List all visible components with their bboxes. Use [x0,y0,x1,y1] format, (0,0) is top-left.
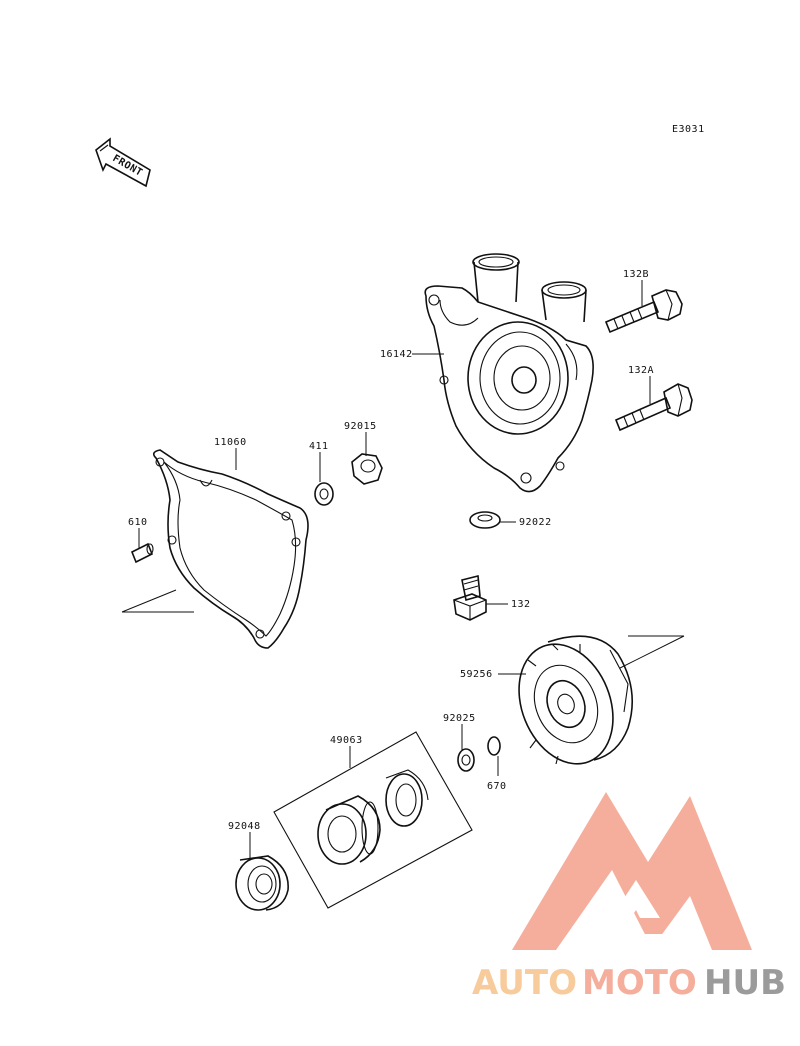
front-arrow-icon: FRONT [95,137,151,188]
nut-92015 [351,453,383,485]
label-411: 411 [309,441,329,452]
label-670: 670 [487,781,507,792]
bearing-92048 [235,855,289,911]
label-92022: 92022 [519,517,552,528]
o-ring-670 [487,736,501,756]
label-49063: 49063 [330,735,363,746]
seal-kit-49063 [273,731,473,909]
direction-indicator-right [619,635,685,669]
washer-411 [314,482,334,506]
label-610: 610 [128,517,148,528]
label-92025: 92025 [443,713,476,724]
pump-cover-16142 [424,253,594,493]
dowel-pin-610 [130,542,154,564]
label-11060: 11060 [214,437,247,448]
washer-92025 [457,748,475,772]
watermark-moto: MOTO [582,963,697,1003]
label-16142: 16142 [380,349,413,360]
diagram-code: E3031 [672,124,705,135]
bolt-132 [453,574,487,621]
label-132b: 132B [623,269,649,280]
label-92015: 92015 [344,421,377,432]
bolt-132a [614,383,693,432]
direction-indicator-left [121,589,194,613]
automotohub-watermark-logo: AUTO MOTO HUB [472,792,786,1003]
label-132a: 132A [628,365,654,376]
watermark-hub: HUB [704,963,786,1003]
label-92048: 92048 [228,821,261,832]
impeller-59256 [518,635,634,765]
label-59256: 59256 [460,669,493,680]
washer-92022 [469,511,501,529]
label-132: 132 [511,599,531,610]
bolt-132b [604,289,683,334]
gasket-11060 [152,449,309,649]
watermark-auto: AUTO [472,963,577,1003]
